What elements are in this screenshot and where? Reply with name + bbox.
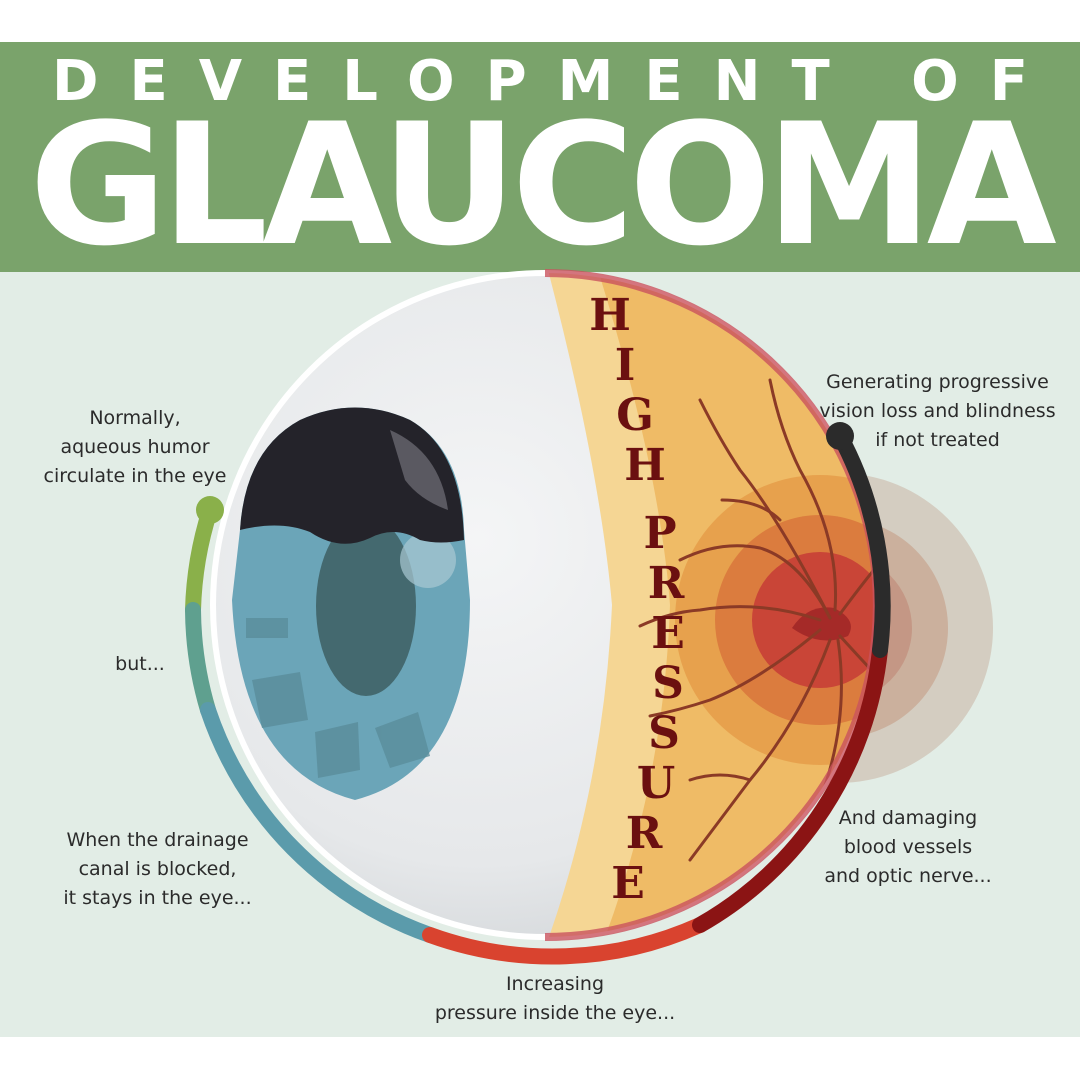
step-label-line: canal is blocked, [78,858,237,880]
step-label-line: aqueous humor [60,436,210,458]
eyelid-shine [390,430,448,510]
step-label-line: if not treated [875,429,1000,451]
pressure-letter: E [611,858,645,909]
step-label-line: vision loss and blindness [819,400,1056,422]
step-label-line: pressure inside the eye... [434,1002,676,1024]
step-label-line: and optic nerve... [824,865,992,887]
header-subtitle: DEVELOPMENT OF [51,49,1060,114]
arc-end-dot [826,422,854,450]
step-label-but: but... [100,650,180,679]
step-label-line: Increasing [505,973,605,995]
arc-blocked [200,702,438,943]
pressure-letter: E [651,608,685,659]
pressure-letter: U [637,758,675,809]
step-label-line: Normally, [89,407,181,429]
pressure-letter: G [616,390,654,441]
step-label-line: circulate in the eye [43,465,227,487]
pressure-letter: R [648,558,685,609]
step-label-damage: And damaging blood vessels and optic nerve… [808,804,1008,891]
step-label-blocked: When the drainage canal is blocked, it sta… [40,826,275,913]
pressure-letter: P [643,508,676,559]
pressure-letter: H [589,290,631,341]
step-label-normal: Normally, aqueous humor circulate in the e… [30,404,240,491]
arc-loss [832,428,891,658]
step-label-line: it stays in the eye... [63,887,252,909]
step-label-line: And damaging [838,807,978,829]
header-title: GLAUCOMA [29,87,1057,283]
step-label-line: When the drainage [66,829,249,851]
step-label-vision-loss: Generating progressive vision loss and bl… [805,368,1070,455]
step-label-increasing: Increasing pressure inside the eye... [420,970,690,1028]
step-label-line: but... [115,653,165,675]
title-banner [0,42,1080,272]
pressure-letter: H [624,440,666,491]
arc-increasing [422,917,708,965]
progression-arc [185,428,891,965]
retina-cross-section [548,273,877,937]
pressure-letter: R [626,808,663,859]
step-label-line: Generating progressive [826,371,1049,393]
arc-damage [692,642,888,933]
pressure-letter: S [652,658,684,709]
step-label-line: blood vessels [843,836,973,858]
pressure-letter: S [648,708,680,759]
pressure-letter: I [615,340,636,391]
arc-start-dot [196,496,224,524]
